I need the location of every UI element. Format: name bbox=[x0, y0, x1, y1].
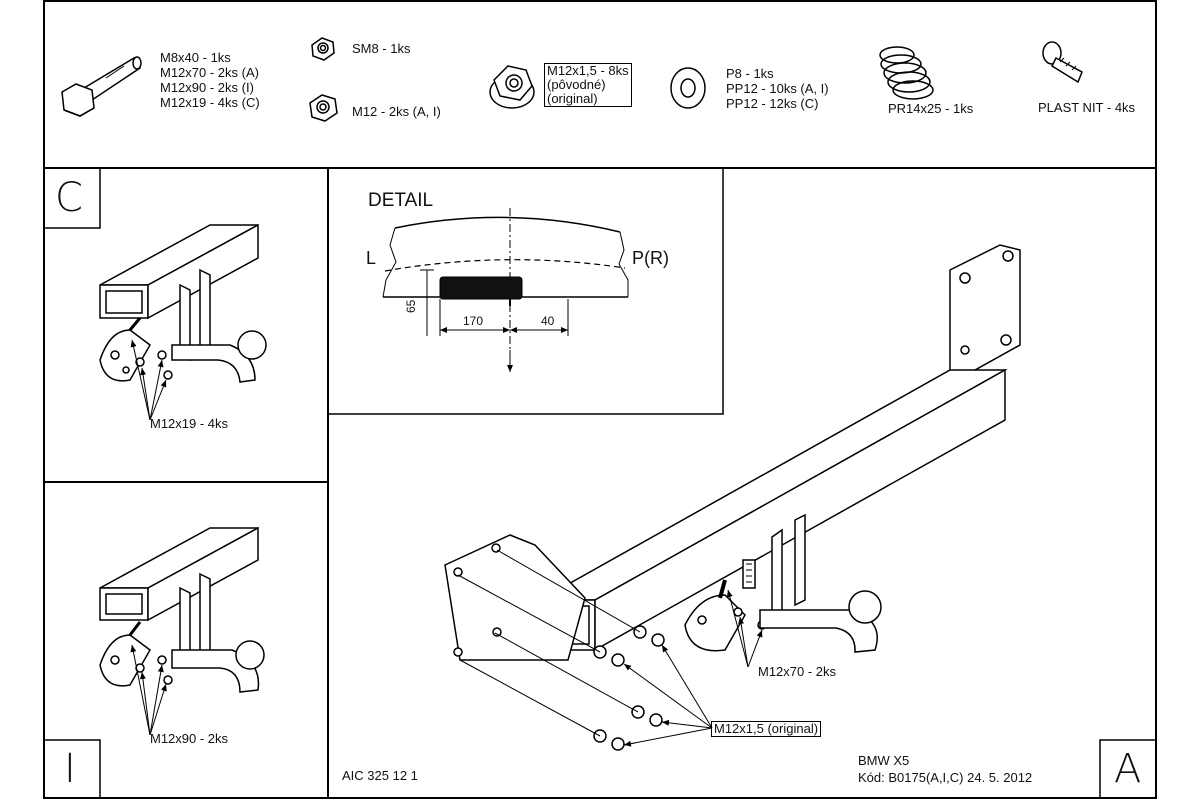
m12-nut-icon bbox=[309, 94, 338, 122]
panel-c-bolt-label: M12x19 - 4ks bbox=[150, 416, 229, 431]
detail-left-label: L bbox=[366, 248, 377, 268]
detail-view bbox=[382, 208, 629, 372]
footer-kod: Kód: B0175(A,I,C) 24. 5. 2012 bbox=[858, 770, 1033, 785]
bolt-icon bbox=[61, 56, 142, 117]
spring-icon bbox=[879, 46, 934, 100]
i-letter-box bbox=[43, 739, 101, 799]
panel-c-leaders bbox=[130, 339, 167, 421]
footer-car-model: BMW X5 bbox=[858, 753, 910, 768]
bolt-label-2: M12x70 - 2ks (A) bbox=[160, 65, 259, 80]
detail-dim-170: 170 bbox=[463, 314, 484, 328]
panel-i-leaders bbox=[130, 644, 167, 736]
bolt-label-1: M8x40 - 1ks bbox=[160, 50, 231, 65]
panel-c-assembly bbox=[99, 223, 267, 383]
m12-label: M12 - 2ks (A, I) bbox=[352, 104, 441, 119]
detail-title: DETAIL bbox=[368, 190, 434, 211]
panel-i-bolt-label: M12x90 - 2ks bbox=[150, 731, 229, 746]
washer-label-1: P8 - 1ks bbox=[726, 66, 774, 81]
footer-drawing-code: AIC 325 12 1 bbox=[342, 768, 418, 783]
flange-nut-label: M12x1,5 - 8ks (pôvodné) (original) bbox=[544, 63, 632, 107]
detail-dim-40: 40 bbox=[541, 314, 555, 328]
plast-nit-label: PLAST NIT - 4ks bbox=[1038, 100, 1136, 115]
panel-c-letter: C bbox=[55, 175, 83, 221]
flange-nut-line-2: (pôvodné) bbox=[547, 77, 606, 92]
spring-label: PR14x25 - 1ks bbox=[888, 101, 974, 116]
a-letter-box bbox=[1099, 739, 1157, 799]
main-assembly bbox=[444, 244, 1021, 751]
panel-i-letter: I bbox=[64, 746, 76, 792]
flange-nut-line-3: (original) bbox=[547, 91, 598, 106]
main-original-label: M12x1,5 (original) bbox=[711, 721, 822, 737]
main-leaders bbox=[457, 549, 763, 747]
sm8-label: SM8 - 1ks bbox=[352, 41, 411, 56]
detail-right-label: P(R) bbox=[632, 248, 669, 268]
bolt-label-4: M12x19 - 4ks (C) bbox=[160, 95, 260, 110]
washer-icon bbox=[670, 67, 706, 109]
panel-i-assembly bbox=[99, 526, 265, 693]
washer-label-3: PP12 - 12ks (C) bbox=[726, 96, 819, 111]
main-m12x70-label: M12x70 - 2ks bbox=[758, 664, 837, 679]
plast-nit-icon bbox=[1042, 41, 1083, 84]
washer-label-2: PP12 - 10ks (A, I) bbox=[726, 81, 829, 96]
panel-a-letter: A bbox=[1114, 746, 1142, 792]
c-letter-box bbox=[43, 167, 101, 229]
flange-nut-line-1: M12x1,5 - 8ks bbox=[547, 63, 629, 78]
flange-nut-icon bbox=[489, 65, 535, 109]
detail-dim-65: 65 bbox=[404, 299, 418, 313]
detail-frame bbox=[327, 167, 724, 415]
bolt-label-3: M12x90 - 2ks (I) bbox=[160, 80, 254, 95]
sm8-nut-icon bbox=[311, 37, 335, 61]
